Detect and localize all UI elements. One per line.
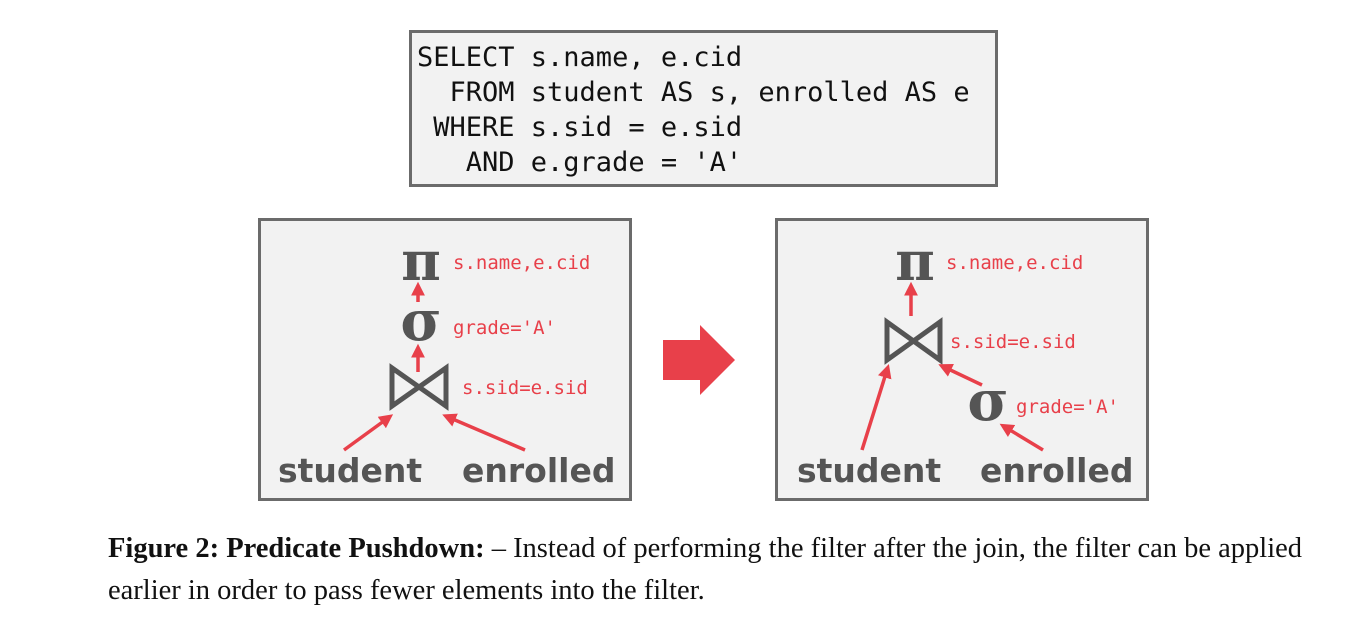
arrow-icon bbox=[860, 363, 892, 451]
join-label: s.sid=e.sid bbox=[950, 331, 1076, 353]
transform-arrow-icon bbox=[663, 325, 735, 395]
caption-text: – Instead of performing the filter after… bbox=[108, 533, 1303, 606]
left-query-plan: π s.name,e.cid σ grade='A' s.sid=e.sid s… bbox=[258, 218, 632, 501]
arrow-icon bbox=[342, 414, 394, 452]
sql-line-select: SELECT s.name, e.cid bbox=[417, 42, 742, 73]
figure-caption: Figure 2: Predicate Pushdown: – Instead … bbox=[108, 528, 1328, 612]
relation-enrolled: enrolled bbox=[980, 451, 1133, 490]
relation-student: student bbox=[278, 451, 422, 490]
sql-query-box: SELECT s.name, e.cid FROM student AS s, … bbox=[409, 30, 998, 187]
arrow-icon bbox=[938, 363, 983, 387]
selection-symbol: σ bbox=[967, 368, 1008, 434]
caption-label: Figure 2: Predicate Pushdown: bbox=[108, 533, 485, 564]
sql-line-from: FROM student AS s, enrolled AS e bbox=[417, 77, 970, 108]
relation-student: student bbox=[797, 451, 941, 490]
join-label: s.sid=e.sid bbox=[462, 377, 588, 399]
join-bowtie-icon bbox=[884, 317, 943, 365]
relation-enrolled: enrolled bbox=[462, 451, 615, 490]
projection-symbol: π bbox=[895, 229, 935, 293]
projection-label: s.name,e.cid bbox=[946, 252, 1083, 274]
selection-symbol: σ bbox=[400, 288, 441, 354]
arrow-icon bbox=[999, 423, 1044, 452]
join-bowtie-icon bbox=[389, 363, 449, 411]
sql-line-where: WHERE s.sid = e.sid bbox=[417, 112, 742, 143]
figure-diagram: SELECT s.name, e.cid FROM student AS s, … bbox=[258, 30, 1149, 501]
arrow-icon bbox=[442, 413, 526, 452]
selection-label: grade='A' bbox=[453, 317, 556, 339]
right-query-plan: π s.name,e.cid s.sid=e.sid σ grade='A' s… bbox=[775, 218, 1149, 501]
projection-label: s.name,e.cid bbox=[453, 252, 590, 274]
selection-label: grade='A' bbox=[1016, 396, 1119, 418]
sql-line-and: AND e.grade = 'A' bbox=[417, 147, 742, 178]
projection-symbol: π bbox=[401, 229, 441, 293]
